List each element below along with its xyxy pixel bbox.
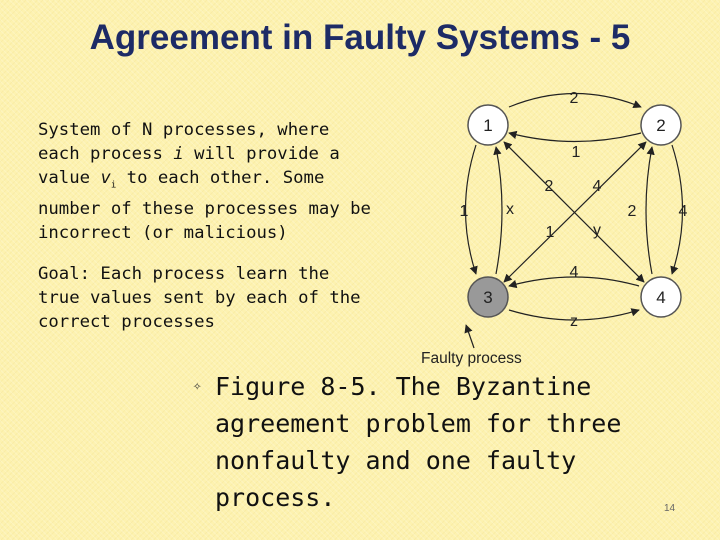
edge-3-to-4-outer xyxy=(508,308,640,321)
edge-label-center-top-right: 4 xyxy=(593,178,602,195)
edge-label-left-inner: x xyxy=(506,201,514,218)
edge-label-center-top-left: 2 xyxy=(545,178,554,195)
faulty-pointer-line xyxy=(464,324,475,349)
edge-label-right-inner: 2 xyxy=(628,203,637,220)
slide-title: Agreement in Faulty Systems - 5 xyxy=(89,18,631,57)
description-part3: to each other. Some number of these proc… xyxy=(38,168,371,244)
caption-text: Figure 8-5. The Byzantine agreement prob… xyxy=(215,372,622,512)
description-variable-i: i xyxy=(173,144,184,164)
edge-label-top-outer: 2 xyxy=(570,90,579,107)
edge-label-top-inner: 1 xyxy=(572,144,581,161)
edge-label-right-outer: 4 xyxy=(679,203,688,220)
edge-label-left-outer: 1 xyxy=(460,203,469,220)
edge-2-to-1-inner xyxy=(508,130,642,143)
node-label-3: 3 xyxy=(483,288,492,307)
description-part2: will provide a value xyxy=(38,144,340,188)
edge-label-center-bottom-right: y xyxy=(593,222,601,239)
node-label-4: 4 xyxy=(656,288,665,307)
node-label-2: 2 xyxy=(656,116,665,135)
description-variable-v-subscript: i xyxy=(110,180,117,191)
page-number: 14 xyxy=(664,503,676,514)
process-node-4 xyxy=(640,276,682,318)
node-label-1: 1 xyxy=(483,116,492,135)
edge-1-to-3-outer xyxy=(464,144,478,275)
edge-1-to-2-outer xyxy=(508,92,642,109)
edge-2-to-4-outer xyxy=(670,144,684,275)
caption-bullet-icon: ✧ xyxy=(193,378,202,394)
goal-text: Goal: Each process learn the true values… xyxy=(38,264,361,332)
process-node-2 xyxy=(640,104,682,146)
process-node-1 xyxy=(467,104,509,146)
figure-caption: ✧ Figure 8-5. The Byzantine agreement pr… xyxy=(193,368,703,516)
edge-2-to-3-diagonal xyxy=(503,141,647,283)
description-variable-v: v xyxy=(100,168,111,188)
edge-3-to-1-inner xyxy=(493,146,503,275)
description-part1: System of N processes, where each proces… xyxy=(38,120,330,164)
faulty-process-label: Faulty process xyxy=(421,350,522,367)
edge-4-to-2-inner xyxy=(645,146,655,275)
process-node-3-faulty xyxy=(467,276,509,318)
edge-label-bottom-inner: 4 xyxy=(570,264,579,281)
edge-label-bottom-outer: z xyxy=(570,313,578,330)
description-text: System of N processes, where each proces… xyxy=(38,118,378,245)
edge-label-center-bottom-left: 1 xyxy=(546,224,555,241)
